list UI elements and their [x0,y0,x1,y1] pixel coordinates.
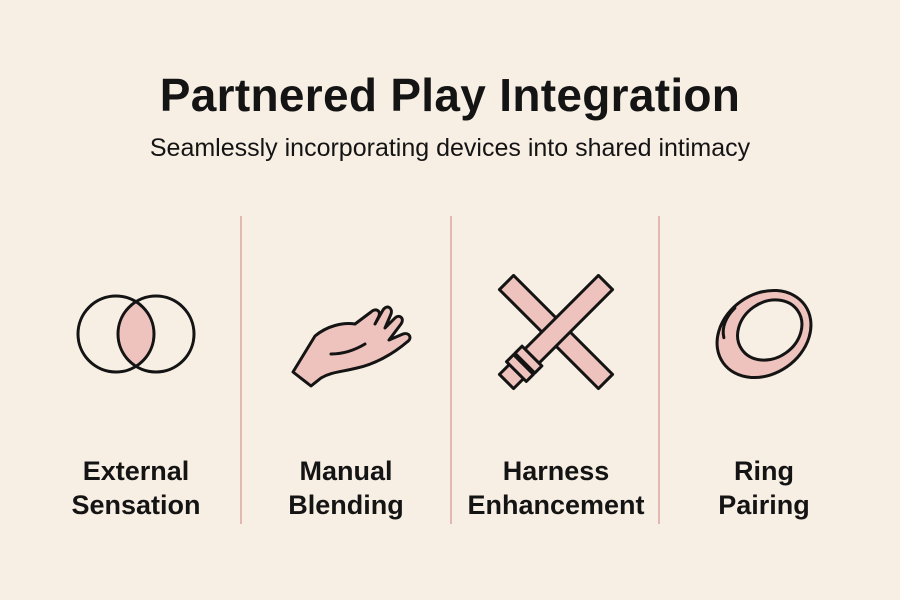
column-divider [658,216,660,524]
ring-icon [660,274,868,394]
overlapping-circles-icon [32,274,240,394]
panel-external-sensation: External Sensation [32,216,240,524]
panel-harness-enhancement: Harness Enhancement [452,216,660,524]
column-divider [240,216,242,524]
panel-label: Manual Blending [288,456,404,520]
open-hand-icon [242,274,450,394]
panel-manual-blending: Manual Blending [242,216,450,524]
panel-label: External Sensation [71,456,201,520]
panel-label: Harness Enhancement [467,456,645,520]
panel-label: Ring Pairing [718,456,810,520]
panel-ring-pairing: Ring Pairing [660,216,868,524]
column-divider [450,216,452,524]
page-title: Partnered Play Integration [159,69,741,121]
page-subtitle: Seamlessly incorporating devices into sh… [149,134,751,162]
crossed-straps-icon [452,274,660,394]
